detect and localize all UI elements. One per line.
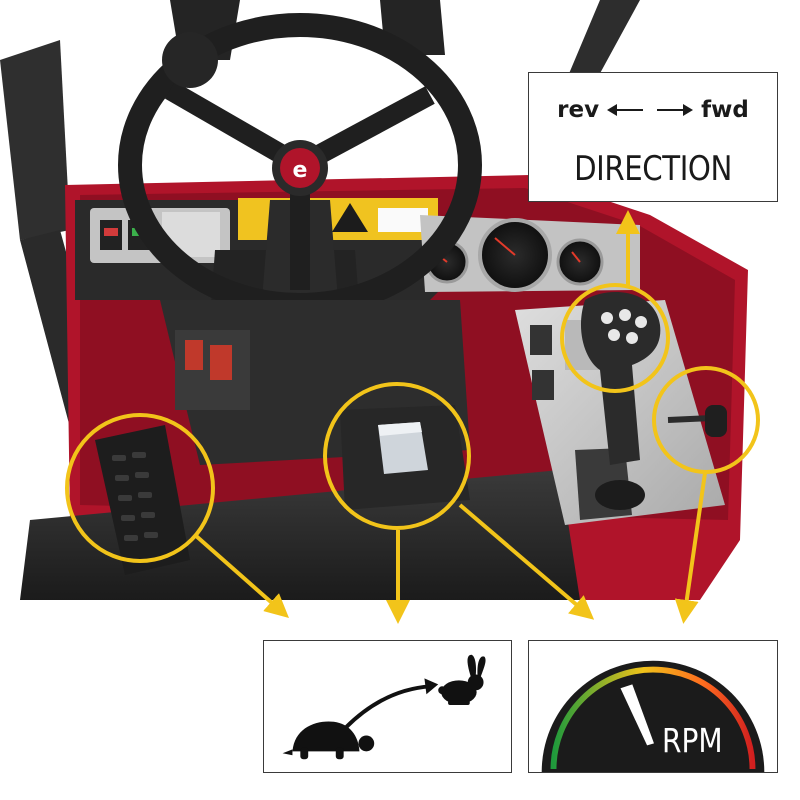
rpm-gauge-face: [541, 660, 765, 772]
throttle-to-rpm-arrow: [674, 472, 707, 624]
turtle-icon: [282, 721, 375, 760]
callout-circles: [65, 283, 760, 563]
speed-label-box: [263, 640, 512, 773]
rpm-throttle-lever: [667, 405, 727, 437]
rpm-label-box: RPM: [528, 640, 778, 773]
svg-text:e: e: [293, 158, 308, 183]
direction-label-box: rev fwd DIRECTION: [528, 72, 778, 202]
gauge-cluster: [420, 215, 640, 292]
double-arrow-icon: [607, 104, 694, 116]
pedal-callout-circle: [65, 413, 215, 563]
rpm-label: RPM: [662, 721, 723, 760]
speed-pedal-callout-circle: [323, 382, 471, 530]
pedal-to-speed-arrow: [193, 533, 289, 618]
throttle-callout-circle: [652, 366, 760, 474]
direction-title: DIRECTION: [574, 149, 732, 189]
speed-increase-arrow: [344, 684, 431, 730]
joystick-callout-circle: [560, 283, 670, 393]
rev-fwd-row: rev fwd: [529, 95, 777, 125]
speed-arrow-head: [424, 678, 439, 695]
rev-label: rev: [557, 97, 600, 123]
steering-wheel: e: [118, 13, 482, 317]
callout-arrows: [193, 210, 707, 624]
throttle-pedal: [95, 425, 190, 575]
speed-pedal: [340, 405, 470, 510]
rpm-needle: [620, 684, 654, 746]
pedal-to-rpm-arrow: [458, 503, 595, 620]
rabbit-icon: [438, 654, 486, 706]
fwd-label: fwd: [701, 97, 749, 123]
rpm-color-scale: [550, 666, 756, 770]
direction-joystick: [580, 292, 661, 510]
